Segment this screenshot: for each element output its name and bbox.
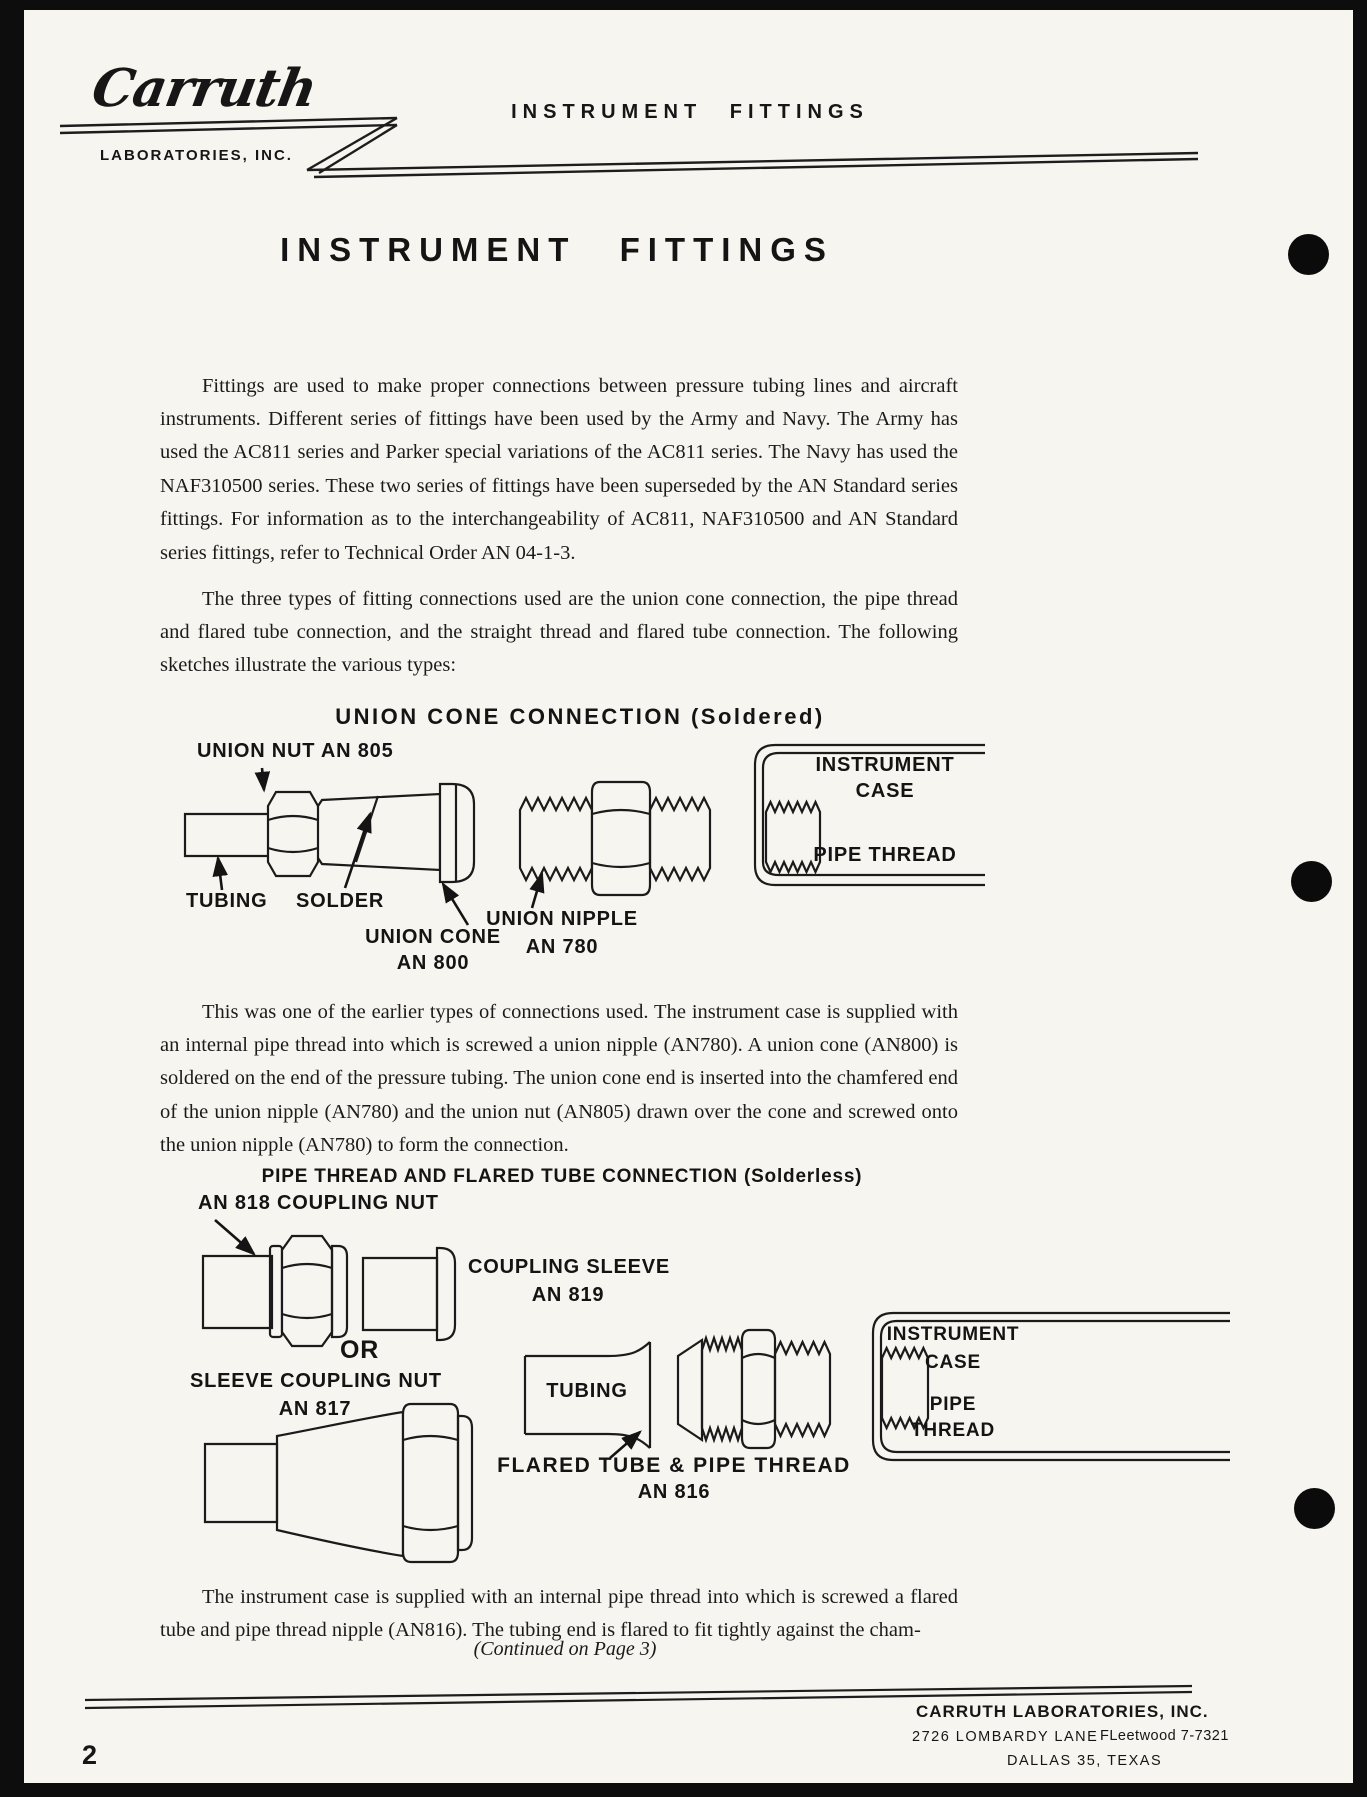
footer-phone: FLeetwood 7-7321 — [1100, 1728, 1229, 1744]
an817-tube-shape — [205, 1444, 277, 1522]
diagram2-title: PIPE THREAD AND FLARED TUBE CONNECTION (… — [261, 1166, 863, 1187]
tubing-shape — [185, 814, 272, 856]
label-or: OR — [340, 1336, 380, 1364]
label-pipe-thread2-1: PIPE — [929, 1394, 977, 1415]
punch-hole-icon — [1294, 1488, 1335, 1529]
label-sleeve-coupling-nut-number: AN 817 — [278, 1398, 352, 1420]
label-tubing-2: TUBING — [546, 1380, 628, 1402]
label-instrument-case-1: INSTRUMENT — [815, 754, 955, 776]
arrow-solder — [345, 811, 372, 888]
label-union-nut-an805: UNION NUT AN 805 — [197, 740, 394, 762]
an816-hex-shape — [742, 1330, 775, 1448]
label-sleeve-coupling-nut: SLEEVE COUPLING NUT — [190, 1370, 442, 1392]
label-an816: AN 816 — [637, 1481, 711, 1503]
paragraph-intro: Fittings are used to make proper connect… — [160, 374, 958, 564]
label-tubing: TUBING — [186, 890, 268, 912]
an817-hex-shape — [403, 1404, 458, 1562]
label-pipe-thread2-2: THREAD — [911, 1420, 995, 1441]
instrument-case-shape — [755, 745, 985, 885]
label-union-nipple-number: AN 780 — [525, 936, 599, 958]
scan-border-right — [1353, 0, 1367, 1797]
scan-border-bottom — [0, 1783, 1367, 1797]
punch-hole-icon — [1291, 861, 1332, 902]
label-solder: SOLDER — [296, 890, 385, 912]
an818-hex-shape — [282, 1236, 332, 1346]
label-an818-coupling-nut: AN 818 COUPLING NUT — [198, 1192, 439, 1214]
label-pipe-thread: PIPE THREAD — [813, 844, 957, 866]
label-flared-tube-pipe-thread: FLARED TUBE & PIPE THREAD — [497, 1454, 851, 1477]
footer-company: CARRUTH LABORATORIES, INC. — [916, 1702, 1209, 1721]
nipple-hex-shape — [592, 782, 650, 895]
nipple-left-thread-shape — [520, 798, 592, 880]
header-ribbon-rule — [59, 116, 1199, 179]
paragraph-union-cone: This was one of the earlier types of con… — [160, 1000, 958, 1157]
label-instrument-case2-1: INSTRUMENT — [886, 1324, 1020, 1345]
footer-address: 2726 LOMBARDY LANE — [912, 1729, 1099, 1745]
an818-tube-shape — [203, 1256, 272, 1328]
union-cone-diagram-drawing — [170, 740, 1350, 990]
label-instrument-case2-2: CASE — [925, 1352, 981, 1373]
punch-hole-icon — [1288, 234, 1329, 275]
page-number: 2 — [82, 1740, 98, 1770]
label-union-cone-number: AN 800 — [396, 952, 470, 974]
label-coupling-sleeve: COUPLING SLEEVE — [468, 1256, 671, 1278]
paragraph-flared-tube: The instrument case is supplied with an … — [160, 1585, 958, 1641]
footer-rule — [84, 1684, 1193, 1710]
coupling-sleeve-shape — [363, 1258, 437, 1330]
arrow-an818 — [215, 1220, 256, 1256]
scan-border-top — [0, 0, 1367, 10]
arrow-union-nut — [254, 768, 271, 793]
case-internal-thread-shape — [766, 802, 820, 872]
running-header-title: INSTRUMENT FITTINGS — [511, 101, 869, 123]
label-union-cone: UNION CONE — [365, 926, 501, 948]
label-instrument-case-2: CASE — [855, 780, 915, 802]
label-coupling-sleeve-number: AN 819 — [531, 1284, 605, 1306]
scan-border-left — [0, 0, 24, 1797]
continued-note: (Continued on Page 3) — [473, 1638, 657, 1660]
arrow-tubing — [212, 855, 228, 890]
arrow-union-nipple — [529, 871, 545, 908]
nipple-right-thread-shape — [650, 798, 710, 880]
union-cone-shape — [318, 794, 440, 870]
an816-thread-shape — [702, 1338, 742, 1440]
arrow-union-cone — [441, 881, 468, 925]
page-title: INSTRUMENT FITTINGS — [280, 231, 834, 268]
footer-city: DALLAS 35, TEXAS — [1007, 1753, 1163, 1769]
company-logo-subtitle: LABORATORIES, INC. — [100, 147, 293, 164]
flared-tube-diagram-drawing — [170, 1190, 1350, 1580]
arrow-an816 — [610, 1430, 642, 1458]
diagram1-title: UNION CONE CONNECTION (Soldered) — [335, 704, 825, 729]
label-union-nipple: UNION NIPPLE — [486, 908, 638, 930]
union-nut-shape — [268, 792, 318, 876]
an816-pipe-thread-shape — [775, 1342, 830, 1436]
case2-internal-thread-shape — [882, 1348, 928, 1428]
paragraph-types: The three types of fitting connections u… — [160, 587, 958, 677]
an817-flare-shape — [277, 1412, 403, 1556]
instrument-case2-shape — [873, 1313, 1230, 1460]
